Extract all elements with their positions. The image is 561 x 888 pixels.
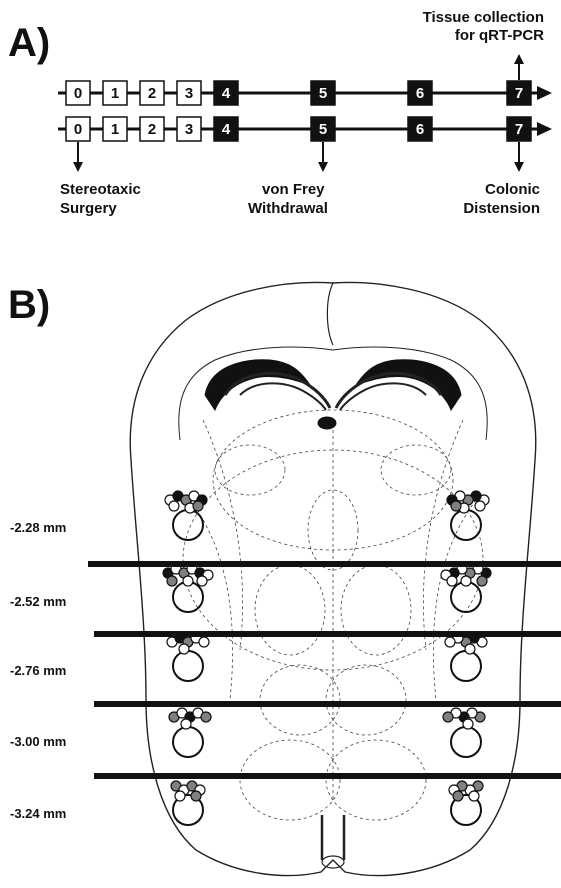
tissue-collection-label-line1: Tissue collection [423,9,544,26]
stereotaxic-label-line2: Surgery [60,200,117,217]
day-number-4-row2: 4 [222,121,231,138]
day-number-2-row2: 2 [148,121,156,138]
day-number-5-row2: 5 [319,121,327,138]
timeline-protocol-2: 0 1 2 3 4 5 6 7 [58,117,552,172]
placement-marker [193,501,203,511]
placement-marker [475,501,485,511]
colonic-label-line2: Distension [463,200,540,217]
placement-marker [477,576,487,586]
placement-marker [453,791,463,801]
stereotaxic-label-line1: Stereotaxic [60,181,141,198]
day-number-0-row2: 0 [74,121,82,138]
day-number-3-row1: 3 [185,85,193,102]
placement-marker [447,576,457,586]
level-label-1: -2.28 mm [10,520,66,535]
placement-marker [201,712,211,722]
day-number-4-row1: 4 [222,85,231,102]
timeline-protocol-1: 0 1 2 3 4 5 6 7 [58,54,552,105]
day-number-6-row2: 6 [416,121,424,138]
panel-b-label: B) [8,283,50,327]
von-frey-label-line1: von Frey [262,181,325,198]
day-number-3-row2: 3 [185,121,193,138]
placement-marker [443,712,453,722]
day-number-1-row2: 1 [111,121,119,138]
day-number-6-row1: 6 [416,85,424,102]
level-label-4: -3.00 mm [10,734,66,749]
placement-marker [191,791,201,801]
placement-marker [175,791,185,801]
placement-marker [169,501,179,511]
placement-marker [181,719,191,729]
placement-marker [469,791,479,801]
level-label-2: -2.52 mm [10,594,66,609]
placement-marker [197,576,207,586]
placement-marker [445,637,455,647]
section-separators [88,561,561,779]
placement-marker [461,576,471,586]
tissue-collection-label-line2: for qRT-PCR [455,27,544,44]
day-number-2-row1: 2 [148,85,156,102]
placement-marker [199,637,209,647]
day-number-7-row2: 7 [515,121,523,138]
placement-marker [465,644,475,654]
placement-marker [451,501,461,511]
placement-marker [179,644,189,654]
day-number-0-row1: 0 [74,85,82,102]
colonic-label-line1: Colonic [485,181,540,198]
day-number-1-row1: 1 [111,85,119,102]
placement-marker [463,719,473,729]
level-label-3: -2.76 mm [10,663,66,678]
placement-marker [167,576,177,586]
von-frey-label-line2: Withdrawal [248,200,328,217]
level-label-5: -3.24 mm [10,806,66,821]
day-number-5-row1: 5 [319,85,327,102]
placement-marker [183,576,193,586]
panel-a-label: A) [8,21,50,65]
day-number-7-row1: 7 [515,85,523,102]
